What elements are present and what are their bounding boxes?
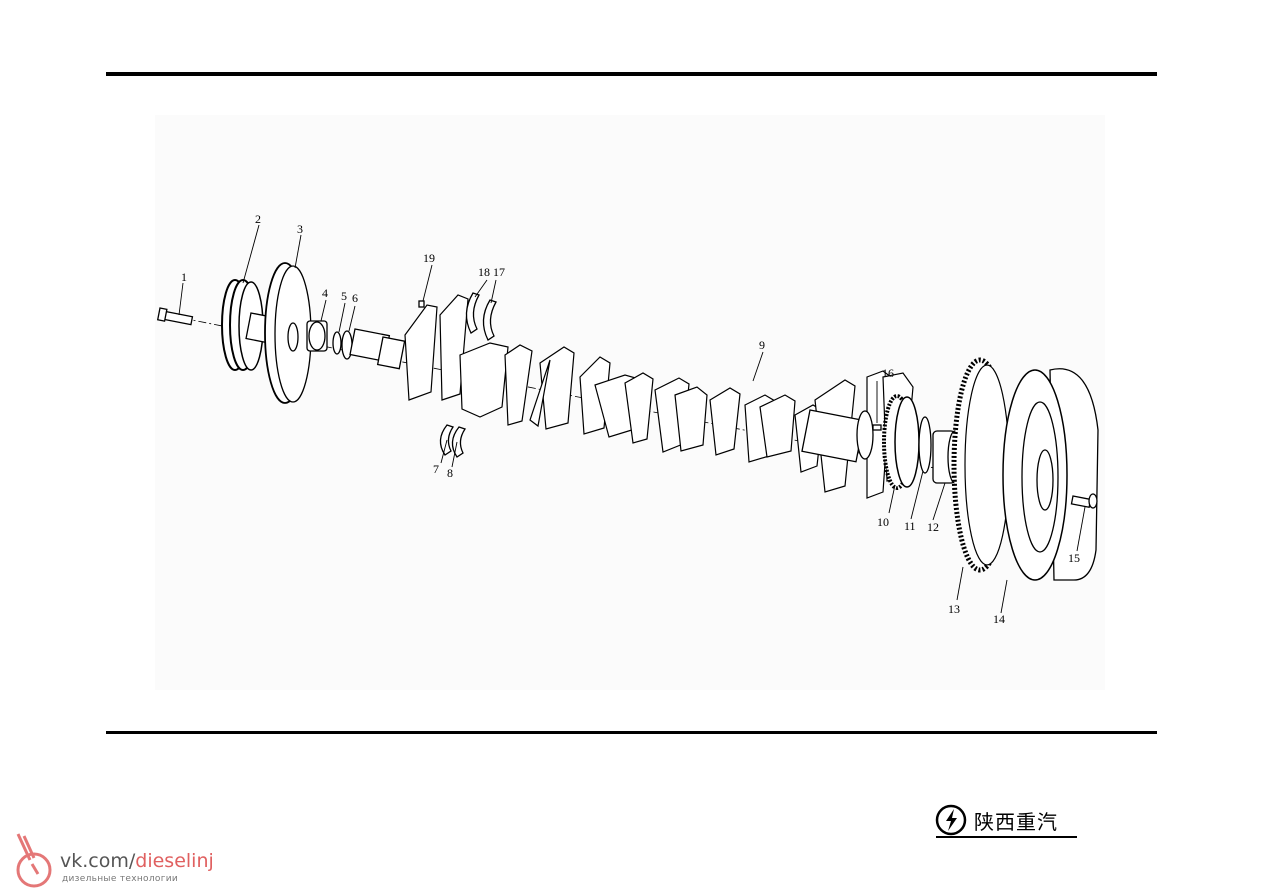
crankshaft-rear-journal (801, 409, 874, 463)
parts-17-18-thrust-washers (465, 292, 497, 341)
part-10-timing-gear (882, 394, 920, 490)
part-15-flywheel-bolt (1070, 493, 1098, 509)
watermark-handle: dieselinj (135, 850, 214, 872)
crankshaft (404, 294, 914, 499)
callout-label: 19 (423, 251, 435, 265)
callout-label: 2 (255, 212, 261, 226)
callout-label: 7 (433, 462, 439, 476)
part-3-vibration-damper (264, 262, 312, 404)
part-19-dowel (418, 300, 425, 308)
callout-label: 13 (948, 602, 960, 616)
shacman-lightning-logo-icon (935, 804, 967, 836)
callout-label: 8 (447, 466, 453, 480)
watermark-url: vk.com/dieselinj (60, 850, 214, 872)
callout-label: 5 (341, 289, 347, 303)
part-11-ring (918, 416, 932, 474)
callout-label: 18 (478, 265, 490, 279)
watermark-prefix: vk.com/ (60, 850, 136, 872)
part-5-ring (332, 331, 342, 355)
brand-name: 陕西重汽 (974, 810, 1058, 834)
callout-label: 6 (352, 291, 358, 305)
callout-label: 3 (297, 222, 303, 236)
callout-label: 12 (927, 520, 939, 534)
part-1-pulley-bolt (156, 307, 194, 326)
part-14-flywheel (1002, 368, 1099, 581)
callout-label: 10 (877, 515, 889, 529)
brand-underline (936, 836, 1077, 838)
injector-icon (16, 833, 52, 888)
bottom-rule (106, 731, 1157, 734)
callout-label: 16 (882, 366, 894, 380)
callout-label: 11 (904, 519, 916, 533)
callout-label: 14 (993, 612, 1005, 626)
top-rule (106, 72, 1157, 76)
callout-label: 4 (322, 286, 328, 300)
part-13-flywheel-ring-gear (951, 357, 1010, 573)
watermark: vk.com/dieselinj дизельные технологии (8, 830, 268, 890)
callout-label: 9 (759, 338, 765, 352)
callout-label: 17 (493, 265, 505, 279)
shacman-brand: 陕西重汽 (934, 804, 1077, 840)
part-4-front-gear (306, 320, 328, 352)
part-16-key (872, 424, 882, 431)
leader-lines (178, 224, 1086, 614)
crankshaft-exploded-diagram: 1 2 3 4 5 6 7 8 9 10 11 12 13 14 15 16 1… (156, 212, 1099, 626)
watermark-tagline: дизельные технологии (62, 874, 179, 884)
callout-label: 15 (1068, 551, 1080, 565)
callout-labels: 1 2 3 4 5 6 7 8 9 10 11 12 13 14 15 16 1… (181, 212, 1080, 626)
exploded-view-area: 1 2 3 4 5 6 7 8 9 10 11 12 13 14 15 16 1… (155, 115, 1105, 690)
callout-label: 1 (181, 270, 187, 284)
